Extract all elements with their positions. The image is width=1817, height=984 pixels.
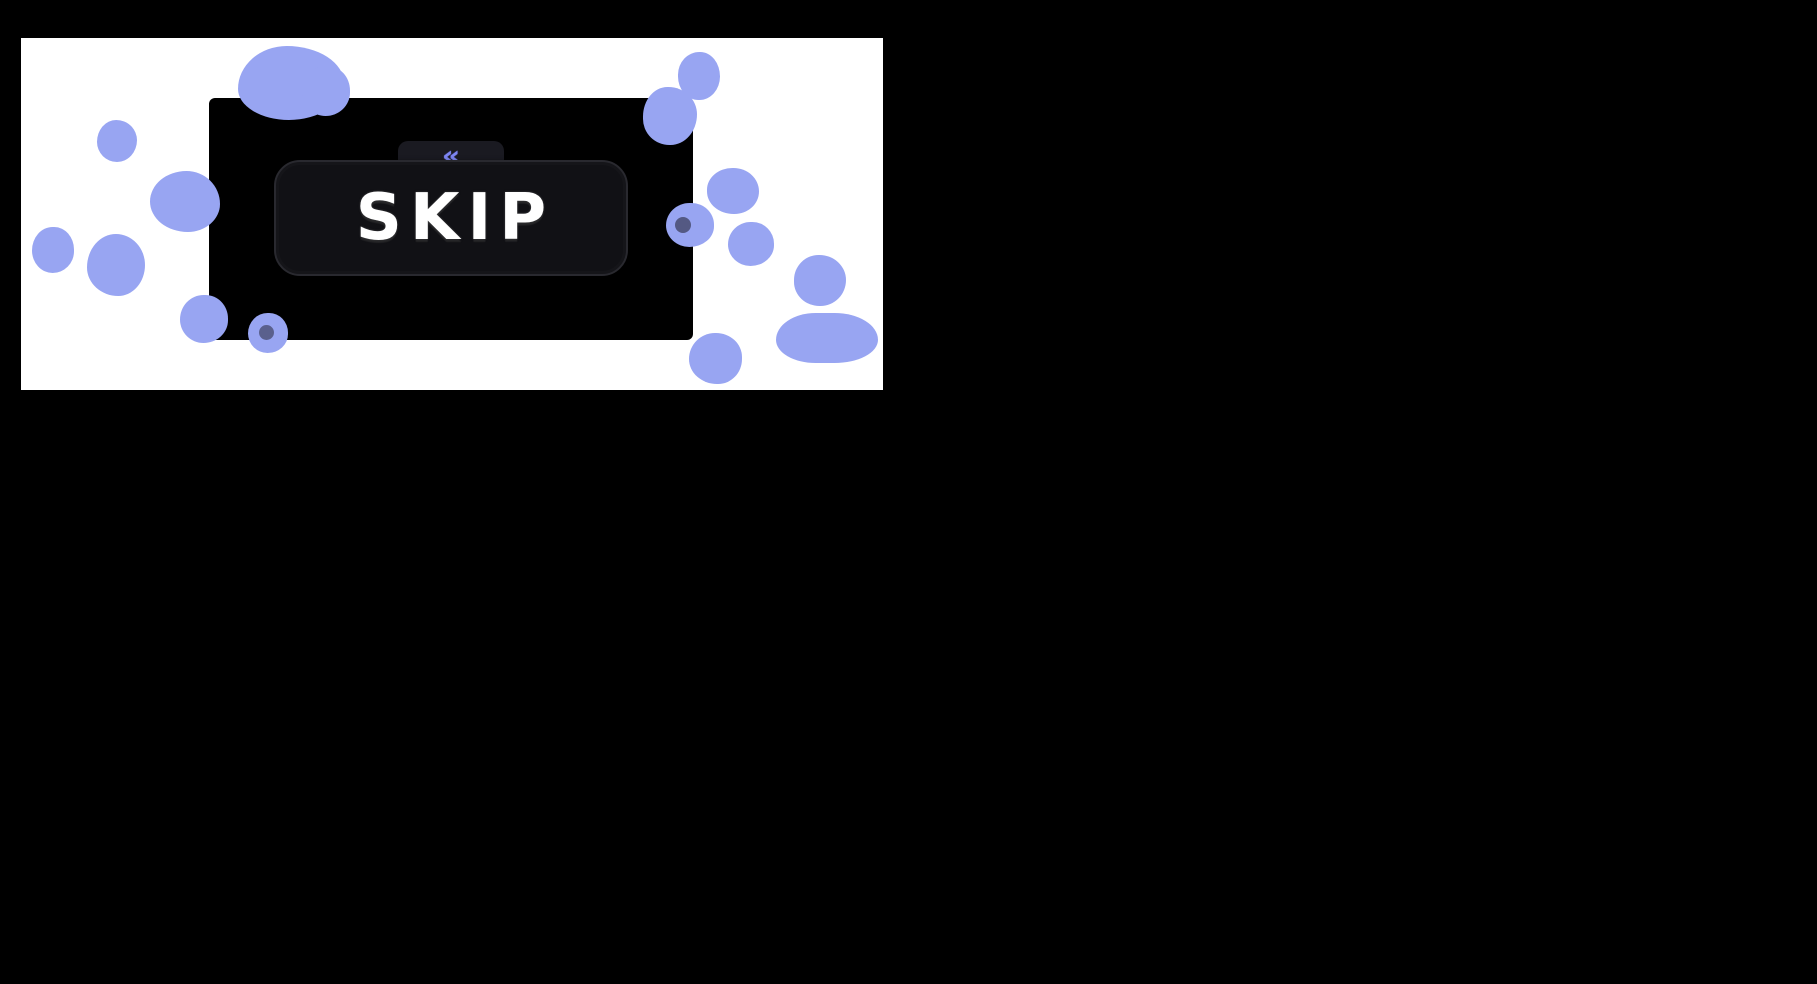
skip-button[interactable]: SKIP bbox=[274, 160, 628, 276]
ink-blob bbox=[150, 171, 220, 232]
ink-blob bbox=[666, 203, 714, 247]
ink-blob bbox=[643, 87, 697, 145]
ink-blob bbox=[707, 168, 759, 214]
screenshot-panel: « SKIP bbox=[21, 38, 883, 390]
ink-blob bbox=[794, 255, 846, 306]
ink-blob bbox=[180, 295, 228, 343]
player-overlay: « SKIP bbox=[209, 98, 693, 340]
ink-blob bbox=[32, 227, 74, 273]
ink-blob bbox=[302, 66, 350, 116]
ink-blob bbox=[728, 222, 774, 266]
ink-blob bbox=[689, 333, 742, 384]
ink-blob bbox=[87, 234, 145, 296]
ink-blob bbox=[97, 120, 137, 162]
skip-button-label: SKIP bbox=[355, 181, 555, 255]
ink-blob bbox=[248, 313, 288, 353]
ink-blob bbox=[776, 313, 878, 363]
